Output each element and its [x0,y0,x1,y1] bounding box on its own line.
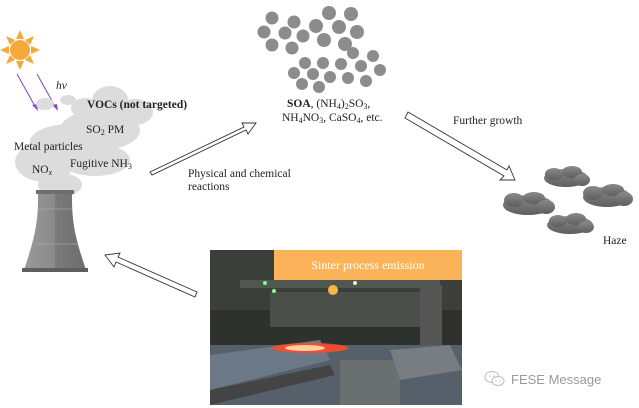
soa-label: SOA [287,98,311,110]
nox-text: NO [32,164,49,176]
haze-clouds-icon [503,166,633,234]
physical-chemical-label: Physical and chemical [188,168,291,180]
arrow-to-haze [404,111,516,181]
cooling-tower-icon [22,190,88,272]
sinter-plant-photo: Sinter process emission [210,250,462,405]
watermark: FESE Message [484,370,601,388]
sinter-plant-scene [210,250,462,405]
metal-particles-label: Metal particles [14,141,83,153]
wechat-icon [484,371,505,386]
watermark-text: FESE Message [511,371,602,387]
so2-pm-text: PM [107,124,125,136]
nox-label: NOx [32,164,53,177]
reactions-label: reactions [188,181,230,193]
hv-label: hv [56,80,67,92]
arrow-to-particles [149,122,257,176]
vocs-label: VOCs (not targeted) [87,99,188,111]
emission-cloud [15,86,153,197]
products-line-1: SOA, (NH4)2SO3, [287,98,371,111]
further-growth-label: Further growth [453,115,523,127]
fugitive-nh-text: Fugitive NH [70,158,128,170]
photo-banner: Sinter process emission [274,250,462,280]
arrow-to-tower [104,252,198,298]
haze-label: Haze [603,235,627,247]
particles-cluster [257,6,386,93]
so2-pm-label: SO2 PM [86,124,125,137]
sun-icon [0,30,40,70]
fugitive-nh3-label: Fugitive NH3 [70,158,132,171]
products-line-2: NH4NO3, CaSO4, etc. [282,112,383,125]
products-text-1: , (NH [310,98,337,110]
